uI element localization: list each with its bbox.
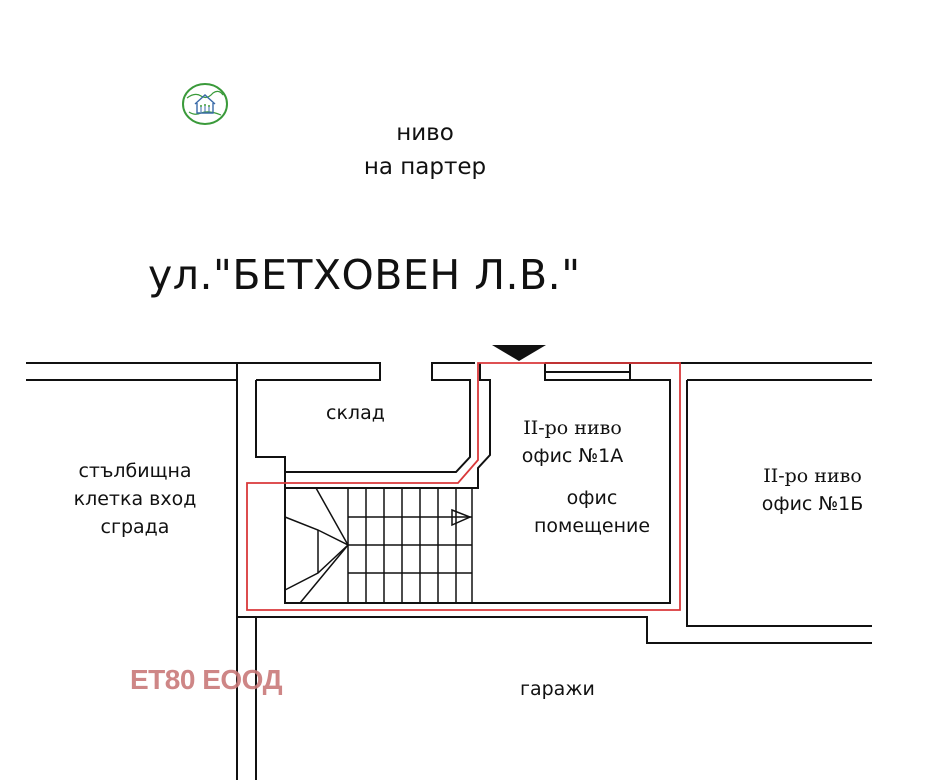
stairwell-line3: сграда — [100, 516, 170, 538]
room-stairwell-label: стълбищна клетка вход сграда — [50, 457, 220, 541]
office-1a-line2: офис №1А — [521, 445, 624, 467]
office-1b-line2: офис №1Б — [761, 493, 864, 515]
stairwell-line2: клетка вход — [73, 488, 197, 510]
floor-level-line1: ниво — [396, 120, 454, 146]
room-garages-label: гаражи — [520, 678, 595, 700]
house-globe-logo-icon — [182, 83, 228, 125]
office-1a-line1: II-ро ниво — [523, 417, 622, 439]
room-office-1b-label: II-ро ниво офис №1Б — [745, 462, 880, 518]
floor-level-title: ниво на партер — [340, 116, 510, 184]
room-office-1a-label: II-ро ниво офис №1А — [505, 414, 640, 470]
office-use-line2: помещение — [533, 515, 651, 537]
street-name: ул."БЕТХОВЕН Л.В." — [148, 251, 581, 299]
room-office-1a-use-label: офис помещение — [517, 484, 667, 540]
highlighted-unit-outline — [246, 362, 681, 611]
entrance-arrow-icon — [492, 345, 546, 361]
watermark: ЕТ80 ЕООД — [130, 664, 283, 695]
office-use-line1: офис — [566, 487, 618, 509]
office-1b-line1: II-ро ниво — [763, 465, 862, 487]
room-storage-label: склад — [326, 402, 385, 424]
floor-level-line2: на партер — [363, 154, 487, 180]
stairwell-line1: стълбищна — [78, 460, 192, 482]
